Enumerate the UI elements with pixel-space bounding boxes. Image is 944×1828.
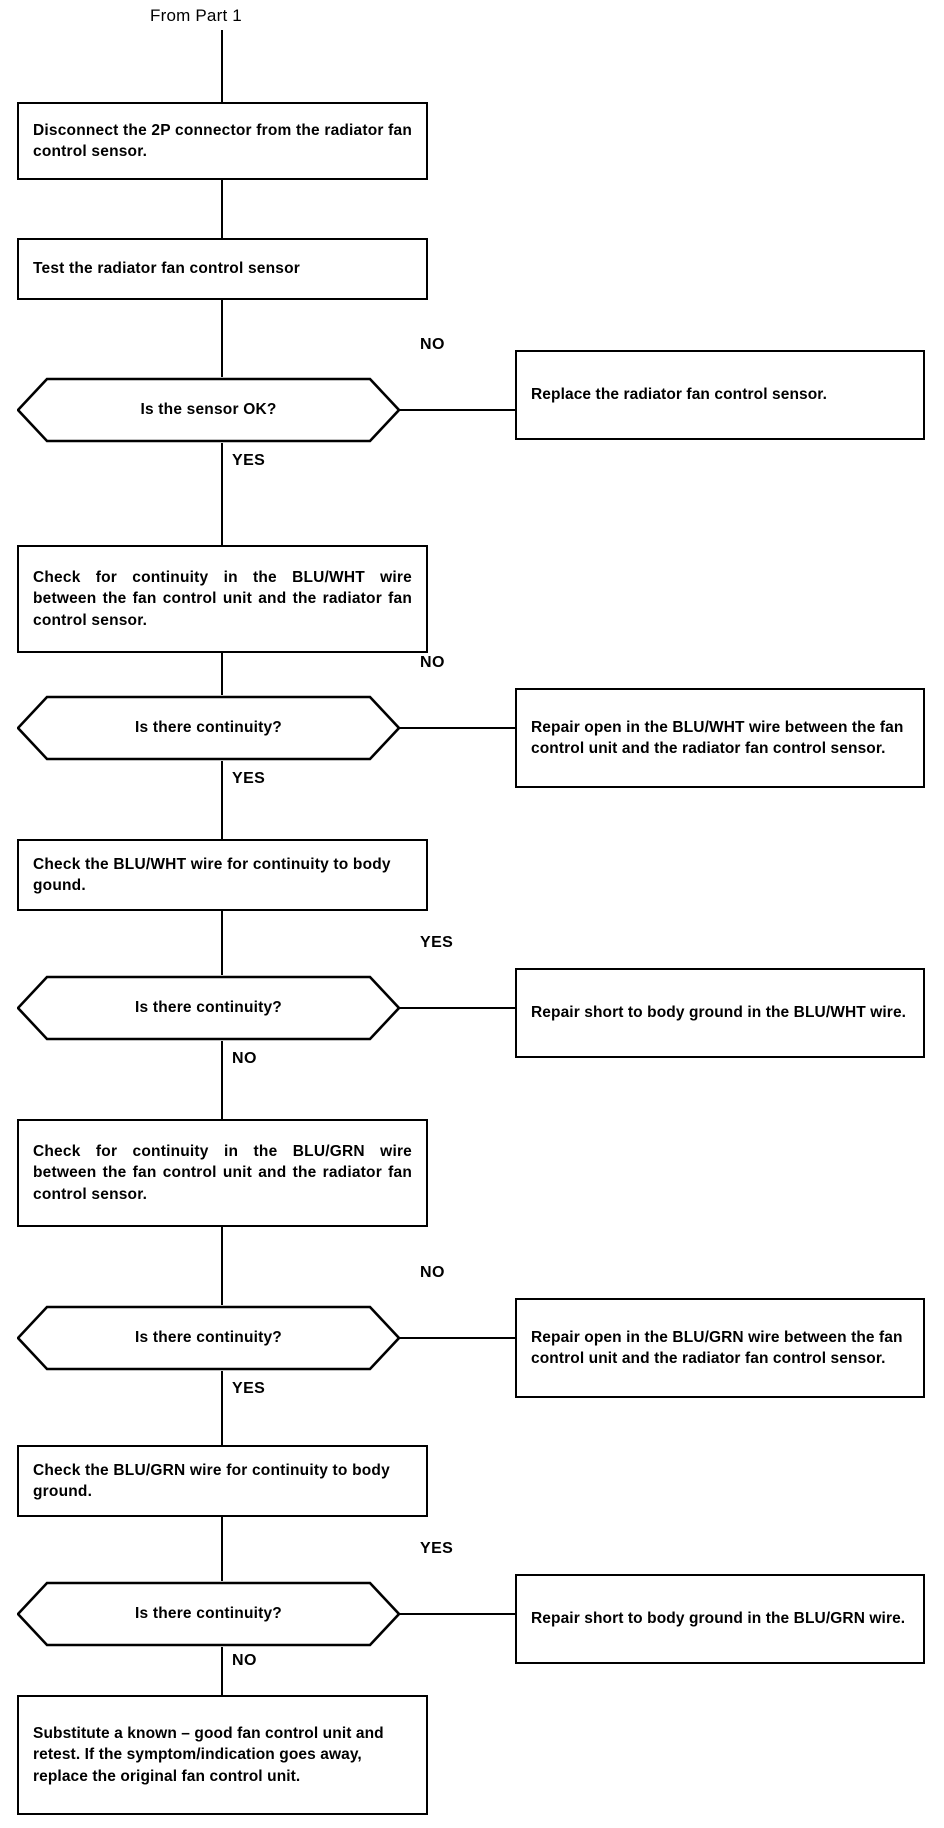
branch-label-decision2-no: NO	[420, 654, 445, 671]
decision-blugrn-continuity-label: Is there continuity?	[135, 1329, 282, 1346]
process-box-disconnect-connector: Disconnect the 2P connector from the rad…	[17, 102, 428, 180]
decision-blugrn-ground-continuity: Is there continuity?	[17, 1581, 400, 1647]
process-box-disconnect-connector-label: Disconnect the 2P connector from the rad…	[33, 121, 412, 160]
branch-label-decision4-yes: YES	[232, 1380, 266, 1397]
decision-is-sensor-ok-label: Is the sensor OK?	[140, 401, 277, 418]
action-box-repair-short-bluwht: Repair short to body ground in the BLU/W…	[515, 968, 925, 1058]
action-box-repair-short-blugrn: Repair short to body ground in the BLU/G…	[515, 1574, 925, 1664]
branch-label-decision4-no: NO	[420, 1264, 445, 1281]
branch-label-decision1-yes: YES	[232, 452, 266, 469]
connector-decision1-no	[400, 409, 515, 411]
connector-decision4-yes	[221, 1371, 223, 1445]
decision-bluwht-ground-continuity-label: Is there continuity?	[135, 999, 282, 1016]
connector-entry	[221, 30, 223, 102]
decision-bluwht-ground-continuity: Is there continuity?	[17, 975, 400, 1041]
action-box-replace-sensor-label: Replace the radiator fan control sensor.	[531, 386, 827, 404]
decision-blugrn-ground-continuity-label: Is there continuity?	[135, 1605, 282, 1622]
connector-step1-step2	[221, 180, 223, 238]
connector-step3-decision2	[221, 653, 223, 695]
connector-step6-decision5	[221, 1517, 223, 1581]
branch-label-decision5-yes: YES	[420, 1540, 454, 1557]
connector-decision5-yes	[400, 1613, 515, 1615]
branch-label-decision5-no: NO	[232, 1652, 257, 1669]
decision-is-sensor-ok: Is the sensor OK?	[17, 377, 400, 443]
process-box-check-bluwht-ground: Check the BLU/WHT wire for continuity to…	[17, 839, 428, 911]
branch-label-decision1-no: NO	[420, 336, 445, 353]
process-box-check-blugrn-ground: Check the BLU/GRN wire for continuity to…	[17, 1445, 428, 1517]
process-box-check-bluwht-ground-label: Check the BLU/WHT wire for continuity to…	[33, 855, 391, 894]
connector-decision3-no	[221, 1041, 223, 1119]
action-box-substitute-control-unit-label: Substitute a known – good fan control un…	[33, 1724, 384, 1785]
process-box-test-sensor: Test the radiator fan control sensor	[17, 238, 428, 300]
connector-decision2-yes	[221, 761, 223, 839]
connector-decision5-no	[221, 1647, 223, 1695]
connector-decision2-no	[400, 727, 515, 729]
action-box-repair-open-bluwht: Repair open in the BLU/WHT wire between …	[515, 688, 925, 788]
branch-label-decision3-yes: YES	[420, 934, 454, 951]
action-box-repair-short-bluwht-label: Repair short to body ground in the BLU/W…	[531, 1004, 907, 1022]
action-box-repair-open-bluwht-label: Repair open in the BLU/WHT wire between …	[531, 718, 904, 757]
action-box-substitute-control-unit: Substitute a known – good fan control un…	[17, 1695, 428, 1815]
connector-decision4-no	[400, 1337, 515, 1339]
branch-label-decision3-no: NO	[232, 1050, 257, 1067]
action-box-replace-sensor: Replace the radiator fan control sensor.	[515, 350, 925, 440]
process-box-test-sensor-label: Test the radiator fan control sensor	[33, 260, 301, 278]
decision-blugrn-continuity: Is there continuity?	[17, 1305, 400, 1371]
process-box-check-blugrn-ground-label: Check the BLU/GRN wire for continuity to…	[33, 1461, 390, 1500]
branch-label-decision2-yes: YES	[232, 770, 266, 787]
action-box-repair-open-blugrn-label: Repair open in the BLU/GRN wire between …	[531, 1328, 903, 1367]
connector-decision3-yes	[400, 1007, 515, 1009]
decision-bluwht-continuity-label: Is there continuity?	[135, 719, 282, 736]
decision-bluwht-continuity: Is there continuity?	[17, 695, 400, 761]
connector-decision1-yes	[221, 443, 223, 545]
connector-step4-decision3	[221, 911, 223, 975]
process-box-check-bluwht-continuity-label: Check for continuity in the BLU/WHT wire…	[33, 568, 412, 629]
entry-caption: From Part 1	[150, 6, 242, 25]
action-box-repair-short-blugrn-label: Repair short to body ground in the BLU/G…	[531, 1610, 906, 1628]
process-box-check-blugrn-continuity-label: Check for continuity in the BLU/GRN wire…	[33, 1142, 412, 1203]
action-box-repair-open-blugrn: Repair open in the BLU/GRN wire between …	[515, 1298, 925, 1398]
process-box-check-bluwht-continuity: Check for continuity in the BLU/WHT wire…	[17, 545, 428, 653]
process-box-check-blugrn-continuity: Check for continuity in the BLU/GRN wire…	[17, 1119, 428, 1227]
connector-step2-decision1	[221, 300, 223, 377]
connector-step5-decision4	[221, 1227, 223, 1305]
